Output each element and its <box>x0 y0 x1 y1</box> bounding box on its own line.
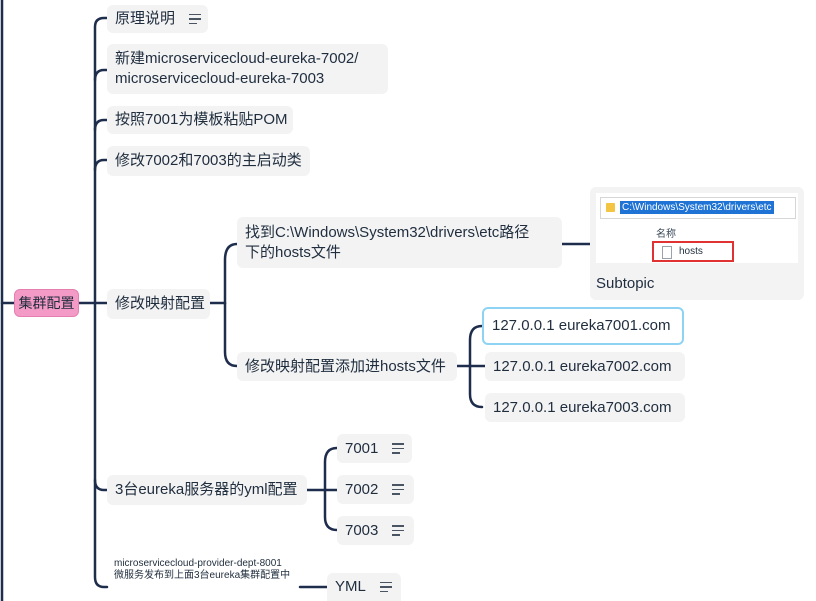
topic-yml[interactable]: YML <box>327 573 401 601</box>
topic-modify-main[interactable]: 修改7002和7003的主启动类 <box>107 146 310 176</box>
topic-label: 127.0.0.1 eureka7002.com <box>493 357 672 375</box>
topic-copy-pom[interactable]: 按照7001为模板粘贴POM <box>107 106 293 134</box>
file-icon <box>662 246 672 259</box>
subtopic-caption: Subtopic <box>596 275 655 292</box>
topic-label-line-1: microservicecloud-provider-dept-8001 <box>114 558 282 569</box>
note-icon[interactable] <box>189 13 202 25</box>
hosts-file-name: hosts <box>679 246 703 257</box>
topic-yml-7001[interactable]: 7001 <box>337 434 412 463</box>
address-path: C:\Windows\System32\drivers\etc <box>620 201 774 214</box>
topic-mapping[interactable]: 修改映射配置 <box>107 289 210 319</box>
topic-add-hosts[interactable]: 修改映射配置添加进hosts文件 <box>237 352 457 381</box>
topic-label: 127.0.0.1 eureka7001.com <box>492 317 671 334</box>
topic-label: YML <box>335 578 366 595</box>
root-topic[interactable]: 集群配置 <box>14 289 79 317</box>
topic-label: 修改映射配置 <box>115 295 206 312</box>
topic-label: 原理说明 <box>115 10 176 27</box>
hosts-screenshot-image: C:\Windows\System32\drivers\etc 名称 hosts <box>596 193 798 263</box>
topic-label-line-2: microservicecloud-eureka-7003 <box>115 70 325 87</box>
note-icon[interactable] <box>392 525 405 536</box>
note-icon[interactable] <box>392 443 405 454</box>
topic-label: 7002 <box>345 480 379 498</box>
topic-find-hosts-path[interactable]: 找到C:\Windows\System32\drivers\etc路径 下的ho… <box>237 217 562 268</box>
folder-icon <box>606 203 615 212</box>
topic-label: 按照7001为模板粘贴POM <box>115 111 288 128</box>
topic-label: 127.0.0.1 eureka7003.com <box>493 398 672 416</box>
topic-yml-config[interactable]: 3台eureka服务器的yml配置 <box>107 475 307 505</box>
topic-hosts-entry-3[interactable]: 127.0.0.1 eureka7003.com <box>485 393 685 422</box>
topic-hosts-entry-2[interactable]: 127.0.0.1 eureka7002.com <box>485 352 685 381</box>
topic-provider-deploy[interactable]: microservicecloud-provider-dept-8001 微服务… <box>114 558 290 582</box>
root-label: 集群配置 <box>18 295 75 311</box>
column-header: 名称 <box>656 229 676 240</box>
topic-principle[interactable]: 原理说明 <box>107 5 208 33</box>
image-topic-card[interactable]: C:\Windows\System32\drivers\etc 名称 hosts… <box>590 187 804 300</box>
topic-label-line-2: 下的hosts文件 <box>245 243 341 261</box>
topic-label-line-1: 找到C:\Windows\System32\drivers\etc路径 <box>245 223 530 241</box>
topic-yml-7003[interactable]: 7003 <box>337 516 414 545</box>
topic-hosts-entry-1[interactable]: 127.0.0.1 eureka7001.com <box>482 307 684 345</box>
topic-label: 7001 <box>345 439 379 457</box>
topic-label: 修改7002和7003的主启动类 <box>115 152 302 169</box>
hosts-highlight-box: hosts <box>652 241 734 262</box>
note-icon[interactable] <box>379 581 392 593</box>
topic-label: 修改映射配置添加进hosts文件 <box>245 357 446 375</box>
topic-label: 7003 <box>345 521 379 539</box>
topic-yml-7002[interactable]: 7002 <box>337 475 414 504</box>
topic-label: 3台eureka服务器的yml配置 <box>115 481 298 498</box>
topic-label-line-1: 新建microservicecloud-eureka-7002/ <box>115 50 359 67</box>
address-bar: C:\Windows\System32\drivers\etc <box>600 197 796 219</box>
topic-new-modules[interactable]: 新建microservicecloud-eureka-7002/ microse… <box>107 44 388 94</box>
note-icon[interactable] <box>392 484 405 495</box>
topic-label-line-2: 微服务发布到上面3台eureka集群配置中 <box>114 570 291 581</box>
